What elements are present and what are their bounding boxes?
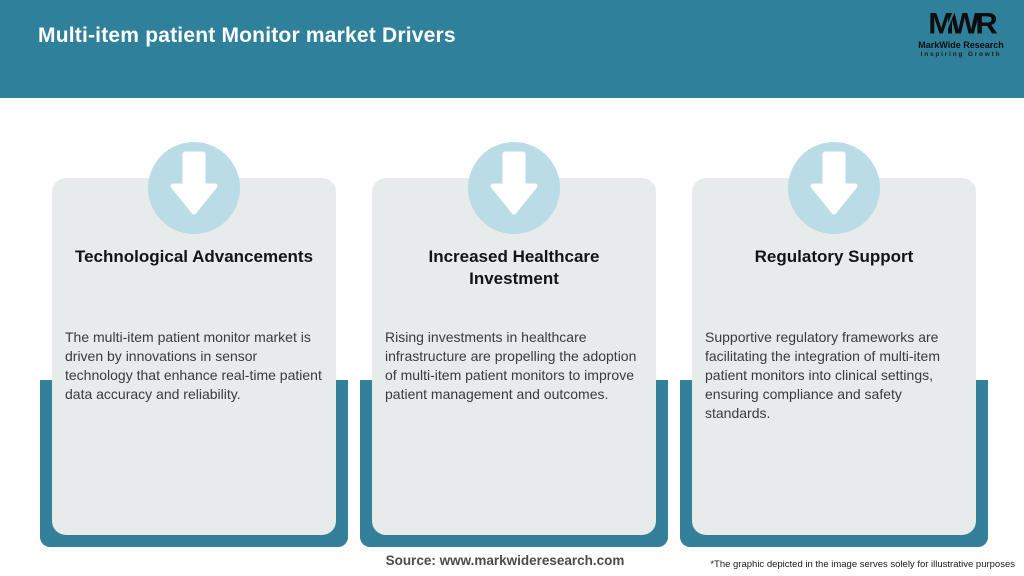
card-panel: Regulatory Support Supportive regulatory… (692, 178, 976, 535)
card-title: Technological Advancements (74, 247, 314, 266)
card-title: Regulatory Support (754, 247, 914, 266)
arrow-down-icon (810, 151, 858, 215)
driver-card-regulatory-support: Regulatory Support Supportive regulatory… (680, 0, 988, 576)
logo-monogram-text: MWR (928, 6, 998, 41)
card-panel: Technological Advancements The multi-ite… (52, 178, 336, 535)
markwide-research-logo: MWR MarkWide Research Inspiring Growth (910, 8, 1012, 59)
disclaimer-note: *The graphic depicted in the image serve… (710, 559, 1015, 570)
arrow-circle-badge (148, 142, 240, 234)
logo-company-name: MarkWide Research (918, 40, 1004, 50)
card-body-text: The multi-item patient monitor market is… (65, 329, 322, 402)
driver-card-increased-healthcare-investment: Increased Healthcare Investment Rising i… (360, 0, 668, 576)
arrow-circle-badge (468, 142, 560, 234)
arrow-circle-badge (788, 142, 880, 234)
card-panel: Increased Healthcare Investment Rising i… (372, 178, 656, 535)
logo-monogram: MWR (910, 9, 1012, 39)
logo-tagline: Inspiring Growth (920, 51, 1002, 58)
page-title: Multi-item patient Monitor market Driver… (38, 24, 456, 47)
arrow-down-icon (170, 151, 218, 215)
driver-card-technological-advancements: Technological Advancements The multi-ite… (40, 0, 348, 576)
card-body-text: Supportive regulatory frameworks are fac… (705, 329, 940, 421)
card-body-text: Rising investments in healthcare infrast… (385, 329, 637, 402)
source-attribution: Source: www.markwideresearch.com (385, 553, 625, 568)
arrow-down-icon (490, 151, 538, 215)
card-title: Increased Healthcare Investment (428, 247, 600, 289)
header-bar: Multi-item patient Monitor market Driver… (0, 0, 1024, 98)
